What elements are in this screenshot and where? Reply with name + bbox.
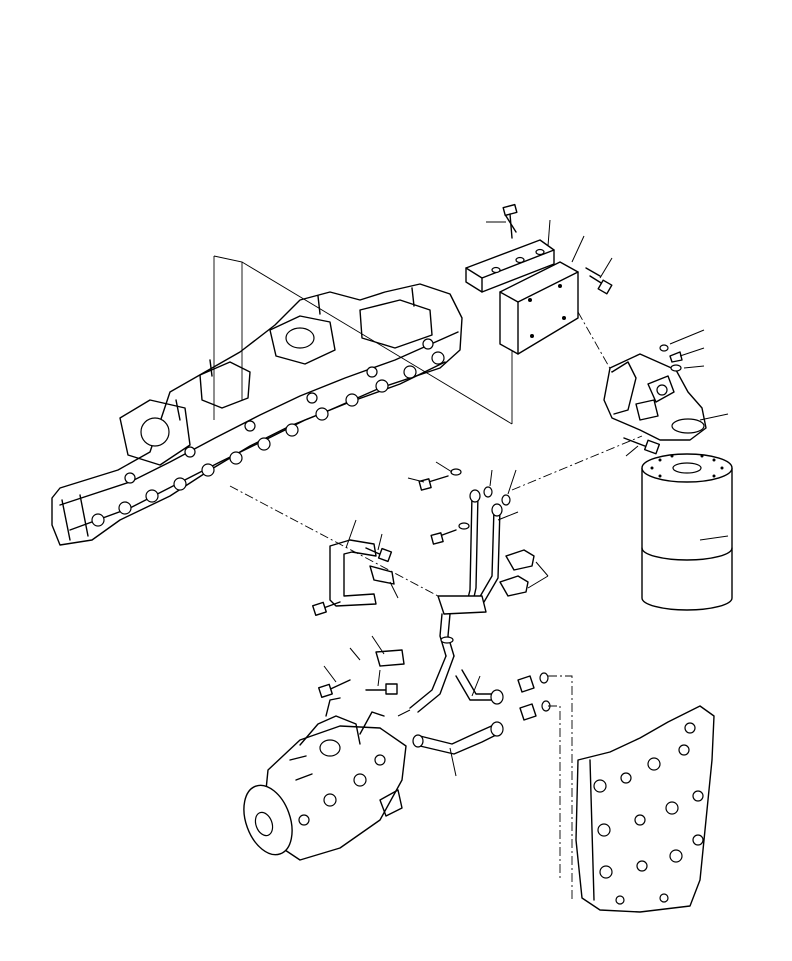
filter-head-bolt [623, 437, 661, 455]
fuel-filter-canister [641, 453, 733, 611]
head-to-hoses-line [511, 435, 643, 491]
filter-head [603, 353, 707, 441]
connector-to-pump-line-2 [548, 705, 561, 880]
plate-bolt [589, 275, 613, 295]
fuel-pipe-upper [465, 489, 503, 607]
pipe-junction [437, 595, 487, 657]
injection-pump [243, 697, 407, 861]
hose-clamps [369, 549, 535, 667]
plate-to-head-line [577, 311, 613, 373]
filter-head-plugs [659, 344, 683, 372]
bracket-bolt-top [502, 203, 518, 239]
connector-to-pump-line-1 [548, 675, 573, 900]
support-bracket-bolts [311, 547, 398, 699]
upper-right-bolt [585, 267, 601, 277]
engine-block-assembly [51, 283, 463, 546]
engine-bolt-bosses [91, 338, 445, 527]
banjo-bolts [418, 468, 511, 545]
engine-to-bracket-line [229, 485, 439, 597]
pipe-connectors [517, 672, 551, 721]
hose-support-bracket [329, 539, 377, 607]
callout-leader-lines [323, 219, 729, 777]
timing-cover [575, 705, 715, 913]
filter-mount-bracket [465, 239, 555, 293]
engine-leader-lines [213, 255, 513, 425]
fuel-hose-lower [409, 655, 504, 755]
filter-mount-plate [499, 261, 579, 355]
